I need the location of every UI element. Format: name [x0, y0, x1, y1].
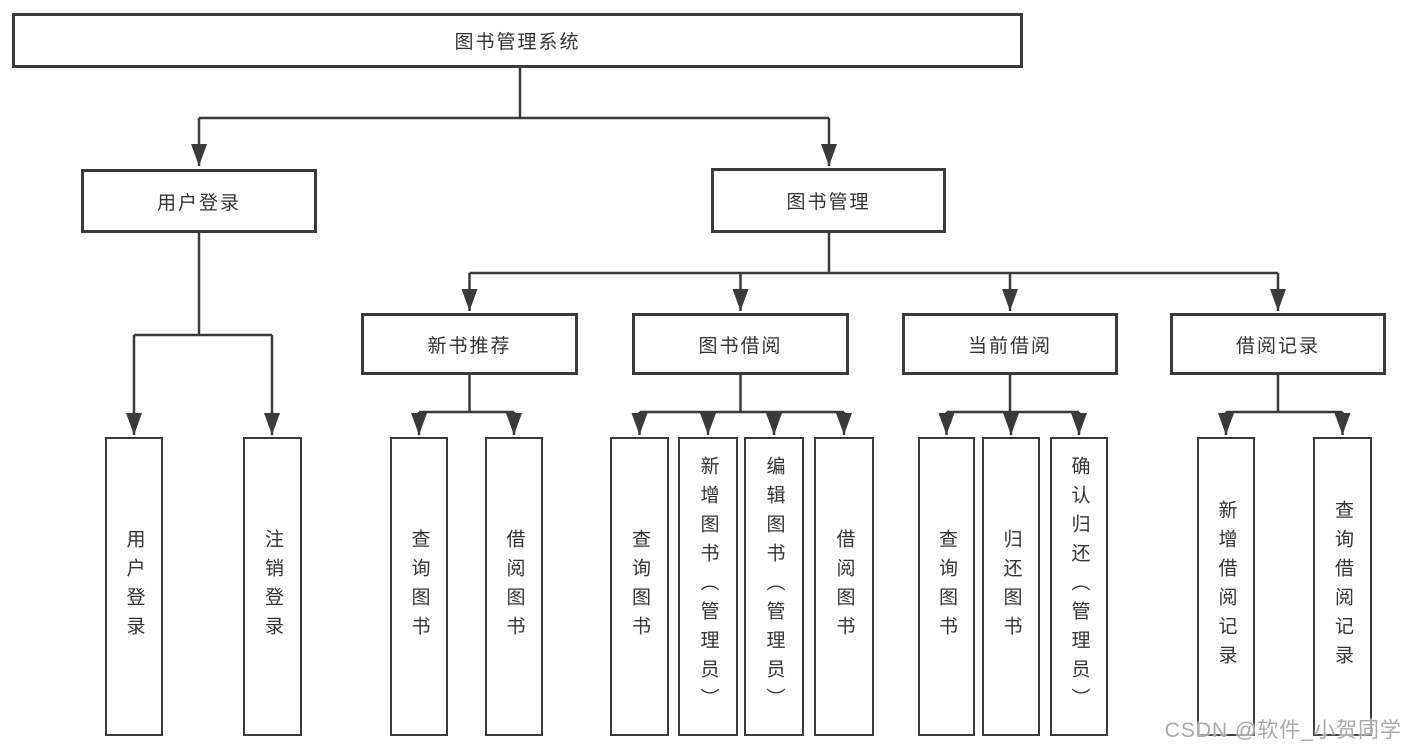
node-book-borrowing: 图书借阅	[632, 313, 849, 375]
connector-skeleton	[134, 68, 1343, 414]
leaf-user-login: 用户登录	[105, 437, 163, 736]
leaf-query-books-current: 查询图书	[918, 437, 975, 736]
leaf-logout: 注销登录	[243, 437, 302, 736]
leaf-borrow-books-recommend: 借阅图书	[485, 437, 543, 736]
node-current-borrowing: 当前借阅	[902, 313, 1118, 375]
node-library-management-system: 图书管理系统	[12, 13, 1023, 68]
node-user-login: 用户登录	[81, 169, 317, 233]
leaf-return-books: 归还图书	[982, 437, 1040, 736]
leaf-query-books-recommend: 查询图书	[390, 437, 448, 736]
leaf-query-borrow-record: 查询借阅记录	[1313, 437, 1372, 736]
leaf-query-books-borrowing: 查询图书	[610, 437, 669, 736]
leaf-confirm-return-admin: 确认归还（管理员）	[1050, 437, 1108, 736]
connector-arrows	[126, 118, 1351, 435]
node-book-management: 图书管理	[711, 168, 946, 233]
csdn-watermark: CSDN @软件_小贺同学	[1164, 719, 1402, 742]
node-borrowing-records: 借阅记录	[1170, 313, 1386, 375]
leaf-edit-books-admin: 编辑图书（管理员）	[744, 437, 804, 736]
leaf-add-borrow-record: 新增借阅记录	[1197, 437, 1255, 736]
node-new-book-recommendation: 新书推荐	[361, 313, 578, 375]
leaf-borrow-books: 借阅图书	[814, 437, 874, 736]
leaf-add-books-admin: 新增图书（管理员）	[678, 437, 738, 736]
